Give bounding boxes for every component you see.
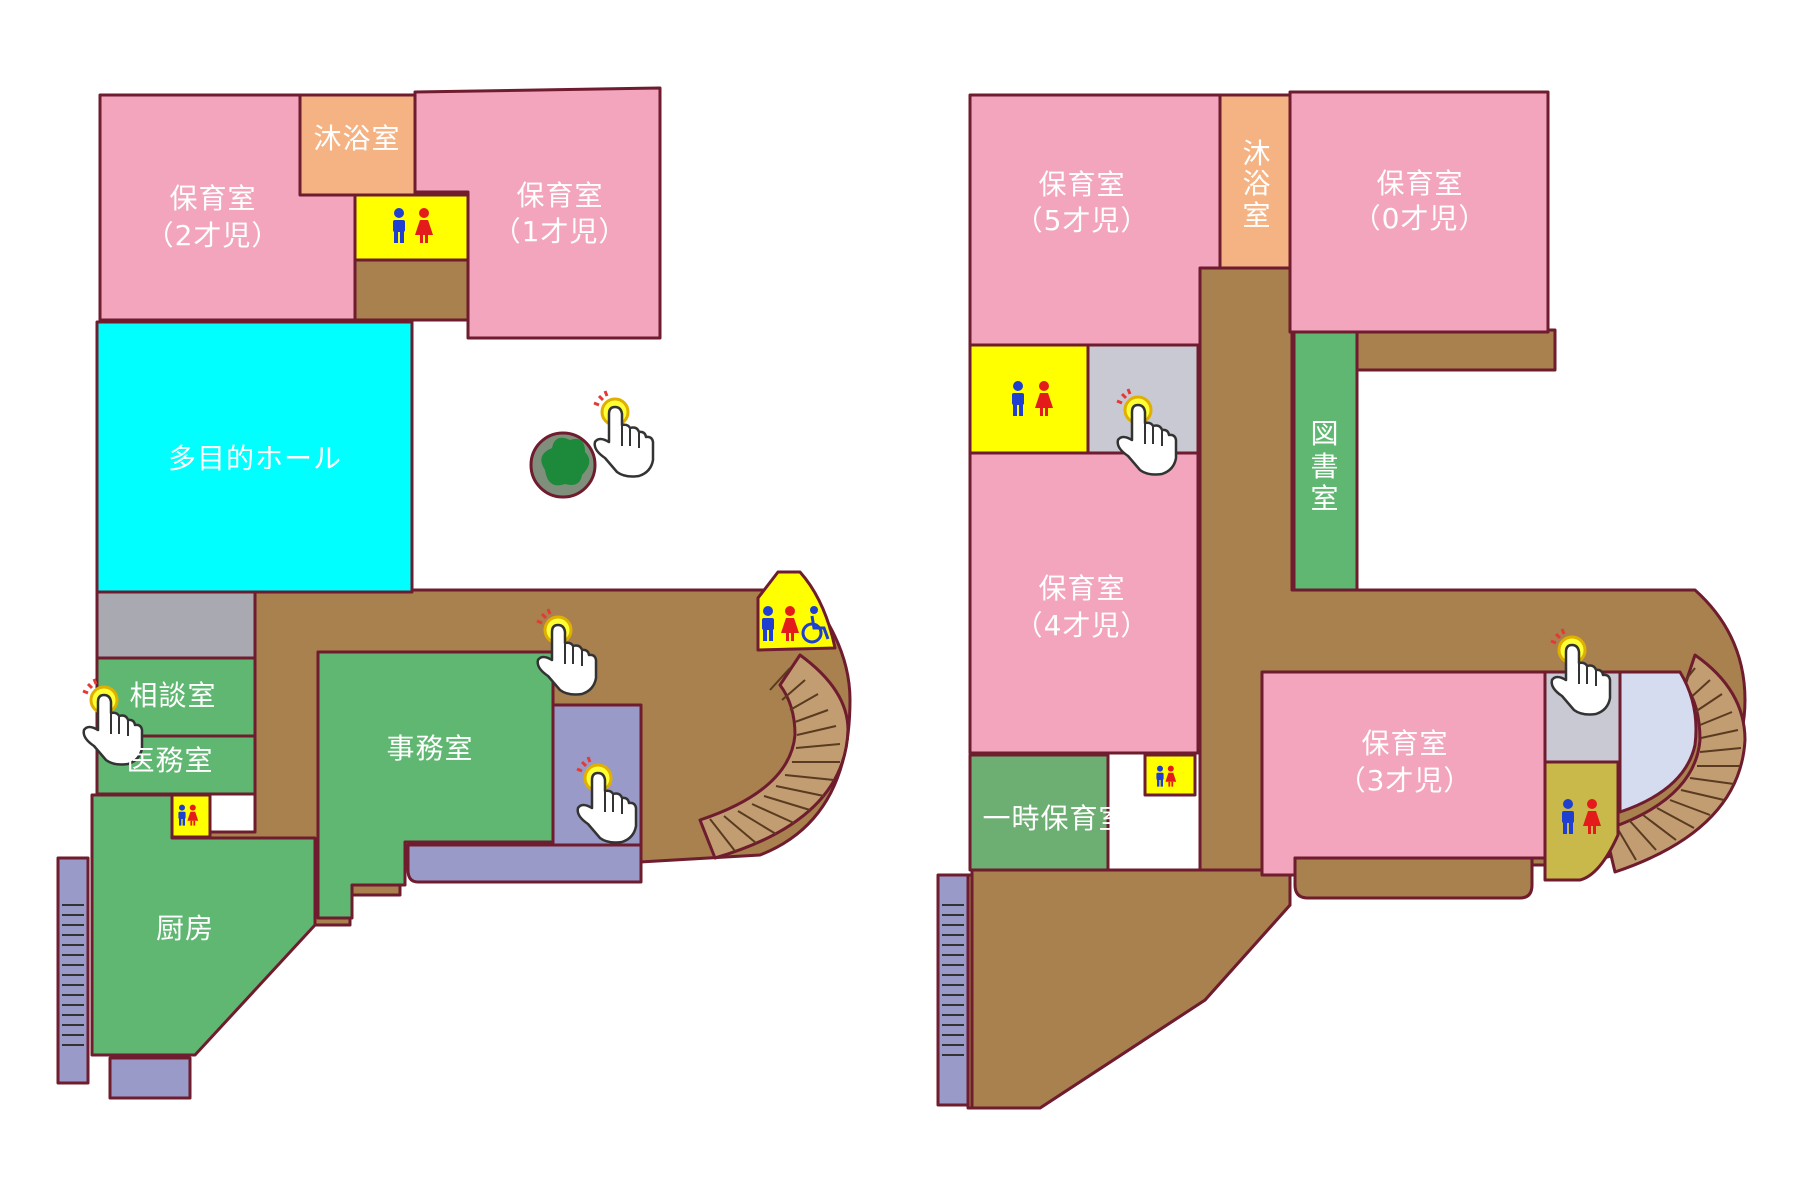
f2-stairs-left xyxy=(936,873,970,1107)
f1-stairs-left xyxy=(56,856,90,1085)
label-nursery-0: 保育室 xyxy=(1376,167,1463,200)
label-nursery-4-age: （4才児） xyxy=(1015,609,1150,642)
f1-restroom-top xyxy=(353,193,470,262)
f2-stairs-left-steps xyxy=(942,904,964,1056)
f2-nursery-4 xyxy=(968,451,1200,755)
f2-nursery-0 xyxy=(1288,90,1550,334)
f2-restroom-top xyxy=(968,343,1090,455)
f1-spiral-stairs-steps xyxy=(709,667,841,852)
f2-corridor-top-right xyxy=(1353,328,1557,372)
f1-gray-room xyxy=(95,590,257,660)
label-nursery-2: 保育室 xyxy=(169,182,256,215)
label-nursery-5: 保育室 xyxy=(1038,168,1125,201)
f2-spiral-stairs-steps xyxy=(1615,667,1742,861)
label-consult: 相談室 xyxy=(129,679,216,712)
f1-storage-lower xyxy=(406,843,643,884)
label-nursery-1: 保育室 xyxy=(516,179,603,212)
f1-entrance-storage xyxy=(108,1056,192,1100)
f1-accessible-restroom xyxy=(756,570,837,652)
label-bath-2-char-2: 浴 xyxy=(1242,167,1271,200)
f1-stairs-left-steps xyxy=(62,904,84,1046)
label-library-char-3: 室 xyxy=(1310,482,1339,515)
label-temp-care: 一時保育室 xyxy=(982,802,1127,835)
f2-restroom-olive xyxy=(1543,760,1620,882)
label-nursery-2-age: （2才児） xyxy=(146,219,281,252)
f2-spiral-stairs xyxy=(1603,653,1747,874)
label-nursery-5-age: （5才児） xyxy=(1015,204,1150,237)
f1-kitchen xyxy=(90,793,317,1057)
f2-library xyxy=(1292,330,1359,592)
label-nursery-0-age: （0才児） xyxy=(1353,202,1488,235)
label-bath: 沐浴室 xyxy=(313,122,400,155)
label-hall: 多目的ホール xyxy=(168,442,342,475)
tap-hand-icon[interactable] xyxy=(592,389,655,478)
label-medical: 医務室 xyxy=(126,744,213,777)
label-bath-2-char-1: 沐 xyxy=(1242,137,1271,170)
f1-corridor-top xyxy=(353,258,470,322)
label-kitchen: 厨房 xyxy=(156,912,214,945)
f1-hall xyxy=(95,320,414,594)
label-bath-2-char-3: 室 xyxy=(1242,199,1271,232)
f2-bath xyxy=(1218,93,1292,270)
f1-nursery-1 xyxy=(413,86,662,340)
f2-light-room xyxy=(1618,670,1698,814)
label-library-char-2: 書 xyxy=(1310,450,1339,483)
label-nursery-3: 保育室 xyxy=(1361,727,1448,760)
label-nursery-1-age: （1才児） xyxy=(493,215,628,248)
f1-spiral-stairs xyxy=(698,653,850,860)
f2-lower-room xyxy=(970,868,1292,1110)
label-nursery-4: 保育室 xyxy=(1038,572,1125,605)
f2-corridor-bottom xyxy=(1293,856,1534,900)
label-office: 事務室 xyxy=(386,732,473,765)
label-nursery-3-age: （3才児） xyxy=(1338,764,1473,797)
label-library-char-1: 図 xyxy=(1310,417,1339,450)
tree-icon xyxy=(529,431,597,499)
